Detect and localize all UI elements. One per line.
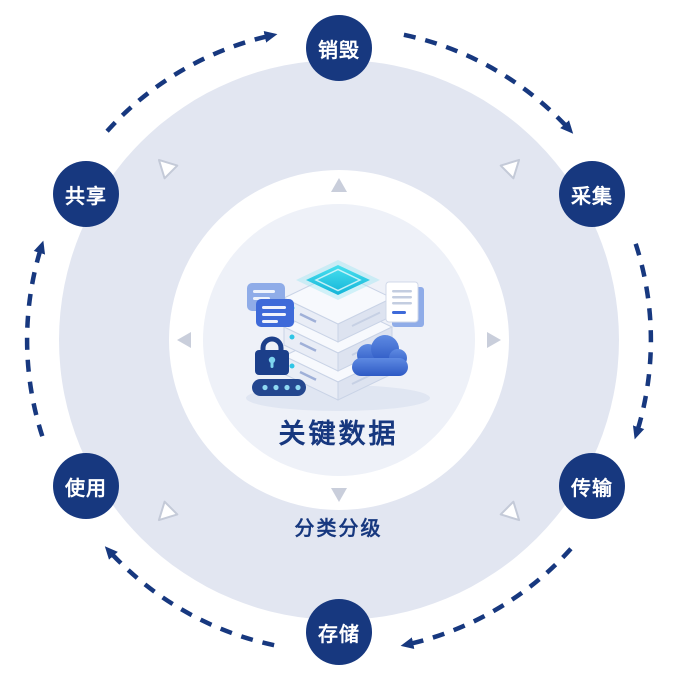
arc-share-to-destroy xyxy=(105,30,278,133)
cycle-arrows xyxy=(24,30,654,650)
cloud-icon xyxy=(352,335,408,376)
axis-tick-triangles xyxy=(177,178,501,502)
glow-chip-icon xyxy=(296,260,380,300)
center-title: 关键数据 xyxy=(278,419,399,449)
arc-collect-to-transmit xyxy=(632,243,654,440)
node-destroy: 销毁 xyxy=(306,15,372,81)
tick-triangle-left xyxy=(177,332,191,348)
chat-documents-icon xyxy=(247,283,294,327)
password-keypad-icon xyxy=(252,379,306,396)
node-store: 存储 xyxy=(306,599,372,665)
arc-store-to-use xyxy=(104,546,275,648)
arc-transmit-to-store xyxy=(400,547,573,650)
outline-triangle-lower-right xyxy=(499,500,521,522)
tick-triangle-right xyxy=(487,332,501,348)
outline-triangle-upper-right xyxy=(499,158,521,180)
tick-triangle-bottom xyxy=(331,488,347,502)
node-collect: 采集 xyxy=(559,161,625,227)
tick-triangle-top xyxy=(331,178,347,192)
node-use: 使用 xyxy=(53,453,119,519)
document-icon xyxy=(385,281,424,327)
center-illustration xyxy=(246,260,430,411)
outline-triangle-upper-left xyxy=(157,158,179,180)
outline-triangle-lower-left xyxy=(157,500,179,522)
arc-destroy-to-collect xyxy=(403,32,574,134)
ring-label: 分类分级 xyxy=(294,518,383,540)
arc-use-to-share xyxy=(24,240,46,437)
node-transmit: 传输 xyxy=(559,453,625,519)
padlock-icon xyxy=(255,336,289,375)
node-share: 共享 xyxy=(53,161,119,227)
diagonal-outline-triangles xyxy=(157,158,521,522)
